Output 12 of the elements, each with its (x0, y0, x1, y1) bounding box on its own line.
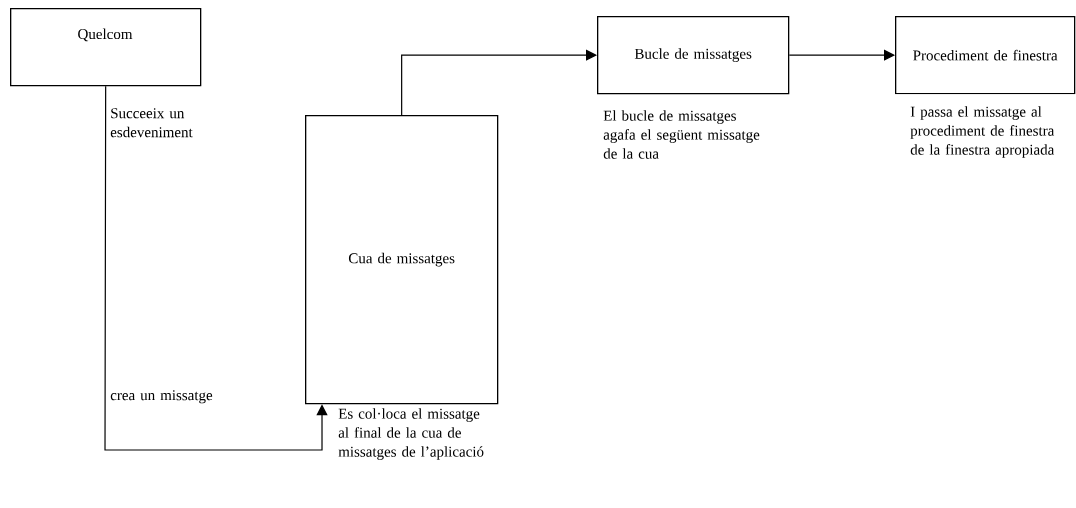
process-box: Quelcom (10, 8, 202, 87)
arrow (788, 49, 895, 61)
note-text: El bucle de missatges agafa el següent missatge de la cua (603, 110, 760, 159)
arrow (104, 85, 328, 451)
note-text: Es col·loca el missatge al final de la cua de missatges de l’aplicació (338, 408, 484, 460)
process-box: Procediment de finestra (895, 16, 1076, 95)
note-text: Succeeix un esdeveniment (110, 108, 193, 138)
process-box: Bucle de missatges (597, 16, 790, 95)
arrow (401, 49, 597, 116)
process-box: Cua de missatges (305, 115, 499, 405)
note-text: I passa el missatge al procediment de finestra de la finestra apropiada (910, 106, 1055, 158)
note-text: crea un missatge (110, 390, 213, 404)
